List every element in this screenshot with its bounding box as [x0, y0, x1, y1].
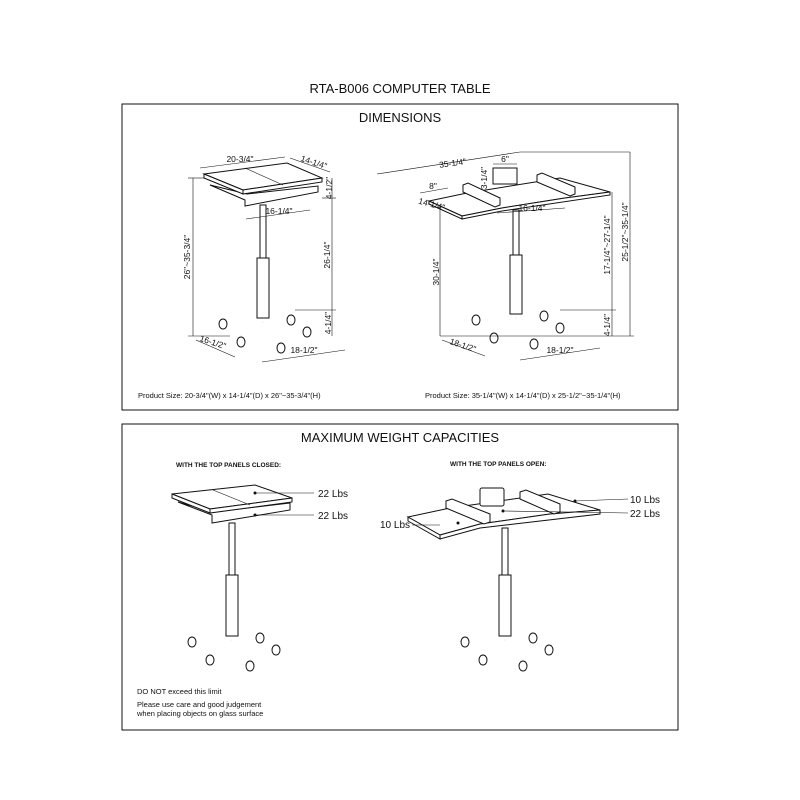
- closed-base-width-label: 18-1/2": [290, 345, 317, 355]
- open-right-wing-capacity: 10 Lbs: [630, 495, 660, 506]
- dimensions-panel: [121, 103, 679, 411]
- capacities-heading: MAXIMUM WEIGHT CAPACITIES: [301, 430, 499, 445]
- warning-note: DO NOT exceed this limit: [137, 687, 222, 696]
- dimensions-heading: DIMENSIONS: [359, 110, 442, 125]
- open-wing-height-label: 30-1/4": [431, 258, 441, 285]
- caster-wheel: [271, 644, 281, 656]
- caster-wheel: [529, 338, 539, 350]
- base-leg-fill: [209, 639, 233, 655]
- open-base-height-label: 4-1/4": [602, 314, 612, 336]
- open-inner-width-label: 16-1/4": [518, 203, 545, 213]
- care-note-line-1: Please use care and good judgement: [137, 700, 262, 709]
- closed-drawer-height-label: 4-1/2": [324, 177, 334, 199]
- base-leg-fill: [464, 635, 506, 641]
- open-capacity-caption: WITH THE TOP PANELS OPEN:: [450, 461, 546, 468]
- open-wing-width-label: 8": [429, 181, 437, 191]
- base-leg-fill: [504, 631, 534, 641]
- gas-cylinder: [509, 254, 523, 315]
- base-leg-fill: [493, 317, 517, 333]
- base-leg-fill: [262, 313, 292, 323]
- caster-wheel: [276, 342, 286, 354]
- base-leg-fill: [240, 321, 264, 337]
- book-stand: [492, 167, 518, 185]
- drawer: [209, 184, 319, 207]
- table-top: [202, 162, 324, 191]
- open-base-width-label: 18-1/2": [546, 345, 573, 355]
- base-leg-fill: [504, 639, 550, 645]
- closed-depth-label: 14-1/4": [299, 153, 328, 171]
- base-leg-fill: [231, 639, 251, 661]
- base-leg-fill: [222, 317, 264, 323]
- caster-wheel: [544, 644, 554, 656]
- base-leg-fill: [191, 635, 233, 641]
- base-leg-fill: [515, 309, 545, 319]
- open-table-capacity-drawing: [406, 487, 629, 672]
- closed-drawer-width-label: 16-1/4": [265, 206, 292, 216]
- open-table-dimension-lines: [376, 151, 634, 361]
- closed-total-height-label: 26"~35-3/4": [182, 235, 192, 280]
- post: [501, 527, 509, 576]
- open-adjust-range-label: 17-1/4"~27-1/4": [602, 215, 612, 274]
- closed-width-label: 20-3/4": [226, 154, 253, 164]
- base-leg-fill: [504, 639, 524, 661]
- capacities-panel: [121, 423, 679, 731]
- caster-wheel: [286, 314, 296, 326]
- open-base-depth-label: 18-1/2": [448, 336, 477, 354]
- gas-cylinder: [256, 257, 270, 319]
- base-leg-fill: [475, 313, 517, 319]
- gas-cylinder: [225, 574, 239, 637]
- closed-table-capacity-drawing: [171, 484, 314, 672]
- caster-wheel: [187, 636, 197, 648]
- gas-cylinder: [498, 574, 512, 637]
- caster-wheel: [478, 654, 488, 666]
- base-leg-fill: [482, 639, 506, 655]
- base-leg-fill: [515, 317, 535, 339]
- closed-post-height-label: 26-1/4": [322, 241, 332, 268]
- closed-table-drawing: [202, 162, 324, 354]
- caster-wheel: [255, 632, 265, 644]
- caster-wheel: [489, 332, 499, 344]
- closed-table-dimension-lines: [188, 156, 346, 363]
- caster-wheel: [302, 326, 312, 338]
- base-leg-fill: [262, 321, 282, 343]
- caster-wheel: [539, 310, 549, 322]
- post: [512, 209, 520, 256]
- caster-wheel: [471, 314, 481, 326]
- closed-product-size: Product Size: 20-3/4"(W) x 14-1/4"(D) x …: [138, 391, 321, 400]
- closed-base-height-label: 4-1/4": [323, 312, 333, 334]
- base-leg-fill: [231, 639, 277, 645]
- caster-wheel: [218, 318, 228, 330]
- left-rail: [462, 182, 501, 208]
- open-center-capacity: 22 Lbs: [630, 509, 660, 520]
- base-leg-fill: [262, 321, 308, 327]
- document-title: RTA-B006 COMPUTER TABLE: [309, 81, 490, 96]
- caster-wheel: [245, 660, 255, 672]
- right-rail: [536, 172, 576, 197]
- open-width-label: 35-1/4": [438, 156, 466, 170]
- closed-drawer-capacity: 22 Lbs: [318, 511, 348, 522]
- care-note-line-2: when placing objects on glass surface: [136, 709, 263, 718]
- base-leg-fill: [515, 317, 561, 323]
- book-stand: [479, 487, 505, 507]
- open-product-size: Product Size: 35-1/4"(W) x 14-1/4"(D) x …: [425, 391, 621, 400]
- caster-wheel: [460, 636, 470, 648]
- open-stand-width-label: 6": [501, 154, 509, 164]
- open-table-drawing: [427, 167, 611, 350]
- open-stand-height-label: 3-1/4": [479, 167, 489, 189]
- post: [228, 522, 236, 576]
- open-left-wing-capacity: 10 Lbs: [380, 520, 410, 531]
- closed-capacity-caption: WITH THE TOP PANELS CLOSED:: [176, 462, 281, 469]
- open-total-height-label: 25-1/2"~35-1/4": [620, 202, 630, 261]
- caster-wheel: [518, 660, 528, 672]
- caster-wheel: [555, 322, 565, 334]
- caster-wheel: [205, 654, 215, 666]
- caster-wheel: [236, 336, 246, 348]
- left-rail: [445, 498, 491, 525]
- closed-top-capacity: 22 Lbs: [318, 489, 348, 500]
- caster-wheel: [528, 632, 538, 644]
- base-leg-fill: [231, 631, 261, 641]
